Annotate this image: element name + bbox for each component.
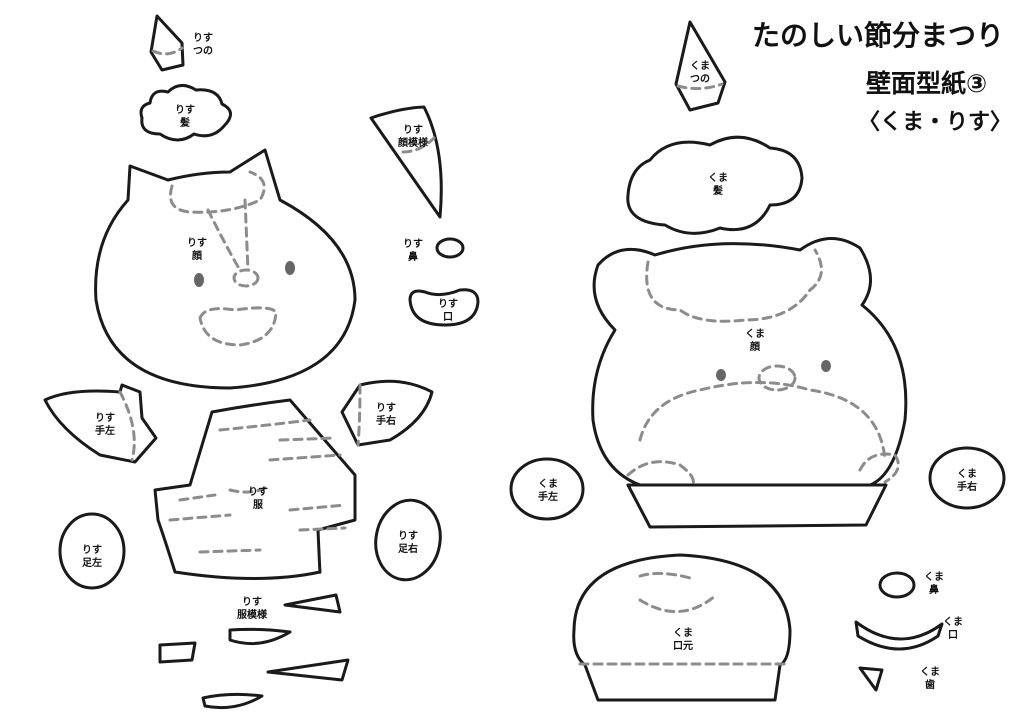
kuma-mouth-shape (854, 620, 944, 651)
label-kuma-hair: くま髪 (708, 173, 728, 197)
title-line3: 〈くま・りす〉 (858, 110, 1013, 135)
label-kuma-teeth: くま歯 (920, 667, 940, 691)
label-risu-hand-right: りす手右 (376, 403, 396, 427)
risu-clothes-pattern-piece (228, 627, 292, 646)
title-line2: 壁面型紙③ (866, 69, 988, 98)
label-risu-face-pattern: りす顔模様 (398, 125, 428, 149)
label-risu-nose: りす鼻 (403, 239, 423, 263)
risu-hand-left-shape (43, 383, 158, 464)
risu-mouth-shape (408, 288, 480, 327)
label-risu-clothes: りす服 (248, 487, 268, 511)
label-kuma-mouth: くま口 (943, 617, 963, 641)
risu-horn-shape (149, 14, 185, 72)
risu-eye (285, 261, 295, 275)
risu-eye (194, 273, 204, 287)
risu-face-shape (94, 148, 357, 390)
risu-foot-right-shape (374, 498, 442, 582)
label-risu-mouth: りす口 (438, 299, 458, 323)
kuma-hand-right-shape (928, 446, 1006, 510)
kuma-teeth-shape (858, 666, 884, 692)
label-kuma-horn: くまつの (690, 61, 710, 85)
kuma-face-shape (591, 237, 908, 487)
label-risu-foot-right: りす足右 (398, 531, 418, 555)
kuma-hair-shape (626, 135, 804, 235)
risu-clothes-shape (153, 398, 357, 580)
label-risu-face: りす顔 (187, 238, 207, 262)
label-risu-horn: りすつの (193, 33, 213, 57)
kuma-eye (716, 369, 726, 381)
label-kuma-nose: くま鼻 (924, 572, 944, 596)
risu-clothes-pattern-piece (283, 593, 342, 614)
risu-clothes-pattern-piece (266, 658, 350, 682)
label-kuma-face: くま顔 (745, 329, 765, 353)
risu-hand-right-shape (340, 379, 434, 447)
label-risu-clothes-pattern: りす服模様 (237, 597, 267, 621)
kuma-hand-left-shape (509, 457, 585, 521)
title-line1: たのしい節分まつり (752, 19, 1005, 52)
kuma-eye (821, 360, 831, 372)
label-kuma-hand-left: くま手左 (538, 479, 558, 503)
label-risu-foot-left: りす足左 (82, 545, 102, 569)
kuma-nose-shape (878, 571, 916, 599)
risu-hair-shape (139, 84, 232, 142)
label-risu-hair: りす髪 (175, 105, 195, 129)
risu-foot-left-shape (58, 512, 126, 590)
label-risu-hand-left: りす手左 (95, 413, 115, 437)
risu-clothes-pattern-piece (158, 641, 197, 664)
risu-clothes-pattern-piece (201, 692, 264, 710)
risu-face-pattern-shape (369, 105, 443, 219)
risu-nose-shape (435, 237, 465, 259)
kuma-body-base-shape (626, 483, 888, 529)
label-kuma-muzzle: くま口元 (673, 628, 693, 652)
label-kuma-hand-right: くま手右 (957, 469, 977, 493)
